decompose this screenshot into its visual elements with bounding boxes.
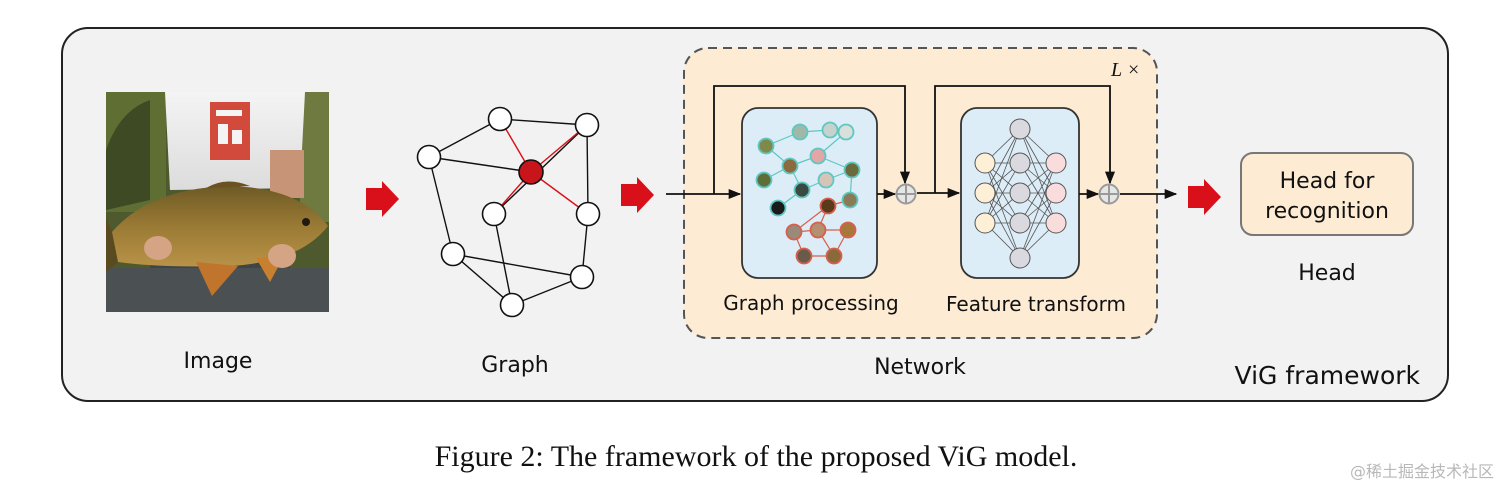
graph-node: [481, 201, 507, 227]
mlp-neuron: [1009, 152, 1031, 174]
head-box-line2: recognition: [1265, 199, 1389, 224]
red-arrow-icon: [1188, 179, 1221, 215]
patch-node: [837, 123, 855, 141]
patch-node: [795, 247, 813, 265]
watermark: @稀土掘金技术社区: [1349, 462, 1494, 481]
graph-node: [440, 241, 466, 267]
mlp-neuron: [1045, 152, 1067, 174]
residual-add-icon: [1098, 183, 1120, 205]
patch-node: [757, 137, 775, 155]
red-flow-arrows: [366, 177, 1221, 217]
mlp-link: [1019, 128, 1057, 224]
mlp-link: [984, 162, 1021, 259]
graph-node: [574, 112, 600, 138]
patch-node: [821, 121, 839, 139]
patch-node: [791, 123, 809, 141]
patch-node: [843, 161, 861, 179]
mlp-neurons: [974, 118, 1067, 269]
input-photo: [106, 92, 329, 312]
graph-illustration: [428, 118, 589, 306]
graph-label: Graph: [481, 353, 548, 378]
mlp-neuron: [1009, 247, 1031, 269]
head-label: Head: [1298, 261, 1356, 286]
residual-add-icon: [895, 183, 917, 205]
mlp-link: [1019, 162, 1057, 259]
mlp-link: [1019, 128, 1057, 194]
patch-node: [785, 223, 803, 241]
patch-node: [817, 171, 835, 189]
mlp-link: [984, 192, 1021, 259]
head-box: [1240, 152, 1414, 236]
repeat-label: L ×: [1110, 59, 1140, 81]
mlp-link: [1019, 162, 1057, 224]
head-box-line1: Head for: [1280, 169, 1376, 194]
mlp-neuron: [974, 212, 996, 234]
mlp-link: [984, 162, 1021, 224]
patch-node: [825, 247, 843, 265]
mlp-neuron: [1045, 212, 1067, 234]
graph-node: [499, 292, 525, 318]
patch-node: [793, 181, 811, 199]
mlp-link: [984, 128, 1021, 194]
network-label: Network: [874, 355, 966, 380]
mlp-neuron: [974, 152, 996, 174]
mlp-neuron: [1045, 182, 1067, 204]
flow-lines: [666, 85, 1178, 200]
graph-node: [569, 264, 595, 290]
mlp-link: [984, 128, 1021, 224]
graph-node: [487, 106, 513, 132]
figure-caption: Figure 2: The framework of the proposed …: [434, 440, 1078, 473]
graph-node-highlighted: [518, 159, 544, 185]
mlp-neuron: [974, 182, 996, 204]
graph-nodes: [416, 106, 601, 318]
vig-framework-diagram: Head for recognition Head Image Graph Gr…: [61, 27, 1449, 402]
patch-node: [755, 171, 773, 189]
graph-processing-label: Graph processing: [723, 291, 899, 315]
patch-node: [781, 157, 799, 175]
patch-node: [841, 191, 859, 209]
mlp-link: [1019, 192, 1057, 259]
framework-label: ViG framework: [1235, 361, 1421, 390]
graph-node: [416, 144, 442, 170]
patch-node: [809, 147, 827, 165]
red-arrow-icon: [366, 181, 399, 217]
red-arrow-icon: [621, 177, 654, 213]
graph-node: [575, 201, 601, 227]
mlp-neuron: [1009, 212, 1031, 234]
patch-graph: [755, 121, 861, 265]
image-label: Image: [184, 349, 253, 374]
patch-node: [769, 199, 787, 217]
feature-transform-label: Feature transform: [946, 292, 1126, 316]
patch-node: [819, 197, 837, 215]
mlp-neuron: [1009, 118, 1031, 140]
patch-node: [839, 221, 857, 239]
mlp-neuron: [1009, 182, 1031, 204]
patch-node: [809, 221, 827, 239]
